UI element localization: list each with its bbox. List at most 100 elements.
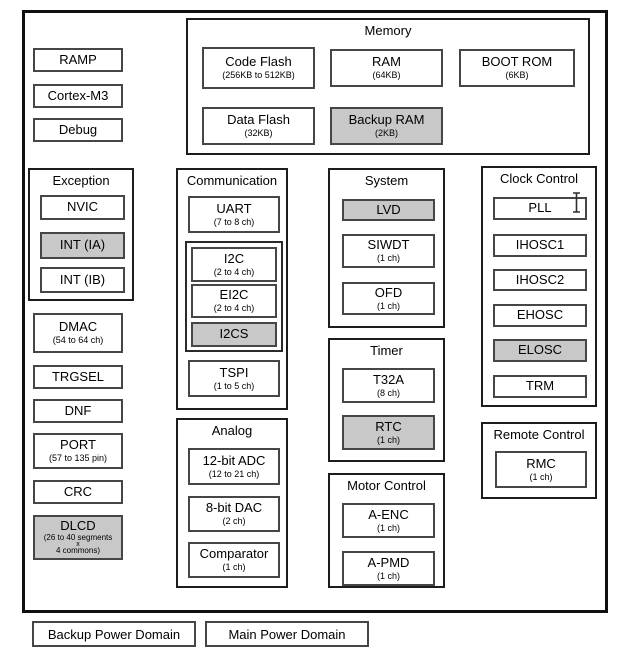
group-title-memory: Memory (364, 23, 412, 38)
block-backup-ram: Backup RAM (2KB) (330, 107, 443, 145)
block-dlcd: DLCD (26 to 40 segments x 4 commons) (33, 515, 123, 560)
group-analog: Analog 12-bit ADC (12 to 21 ch) 8-bit DA… (176, 418, 288, 588)
legend-label: Main Power Domain (228, 626, 346, 642)
block-label: TRM (525, 378, 555, 394)
block-ihosc2: IHOSC2 (493, 269, 587, 291)
block-ehosc: EHOSC (493, 304, 587, 327)
block-int-ia: INT (IA) (40, 232, 125, 259)
block-label: A-ENC (368, 506, 409, 522)
block-label: Cortex-M3 (47, 87, 109, 103)
block-label: EHOSC (516, 307, 564, 323)
block-label: INT (IA) (59, 237, 106, 253)
block-a-pmd: A-PMD (1 ch) (342, 551, 435, 586)
block-label: RAM (372, 54, 401, 70)
group-title-clock-control: Clock Control (499, 171, 579, 186)
block-ramp: RAMP (33, 48, 123, 72)
block-label: 12-bit ADC (202, 452, 266, 468)
block-sub: x (76, 540, 80, 548)
block-sub: (1 ch) (222, 562, 246, 573)
group-title-analog: Analog (211, 423, 253, 438)
block-ofd: OFD (1 ch) (342, 282, 435, 315)
block-int-ib: INT (IB) (40, 267, 125, 293)
text-select-cursor-icon (573, 192, 580, 213)
block-label: UART (216, 200, 252, 216)
block-i2c: I2C (2 to 4 ch) (191, 247, 277, 282)
block-i2cs: I2CS (191, 322, 277, 347)
legend-main-power-domain: Main Power Domain (205, 621, 369, 647)
group-title-timer: Timer (370, 343, 403, 358)
block-label: Backup RAM (348, 112, 425, 128)
block-sub: (8 ch) (376, 387, 400, 398)
block-label: 8-bit DAC (205, 500, 263, 516)
block-code-flash: Code Flash (256KB to 512KB) (202, 47, 315, 89)
group-i2c-cluster: I2C (2 to 4 ch) EI2C (2 to 4 ch) I2CS (185, 241, 283, 352)
block-sub: (2 ch) (222, 516, 246, 527)
block-sub: (26 to 40 segments (43, 533, 113, 543)
block-label: RTC (375, 418, 402, 434)
group-remote-control: Remote Control RMC (1 ch) (481, 422, 597, 499)
group-title-remote-control: Remote Control (493, 427, 585, 442)
group-exception: Exception NVIC INT (IA) INT (IB) (28, 168, 134, 301)
block-sub: (2 to 4 ch) (213, 303, 255, 314)
block-label: Code Flash (225, 54, 292, 70)
legend-label: Backup Power Domain (47, 626, 181, 642)
block-sub: (1 ch) (376, 253, 400, 264)
block-sub: (6KB) (505, 70, 529, 81)
block-sub: (2 to 4 ch) (213, 266, 255, 277)
block-label: TRGSEL (51, 368, 104, 384)
block-rmc: RMC (1 ch) (495, 451, 587, 488)
block-nvic: NVIC (40, 195, 125, 220)
block-label: IHOSC1 (515, 237, 565, 253)
block-sub: 4 commons) (55, 546, 100, 556)
block-label: PLL (528, 200, 552, 216)
block-label: EI2C (219, 287, 249, 303)
block-label: NVIC (66, 199, 99, 215)
block-pll: PLL (493, 197, 587, 220)
block-label: Debug (58, 121, 98, 137)
block-sub: (1 ch) (376, 522, 400, 533)
block-debug: Debug (33, 118, 123, 142)
block-siwdt: SIWDT (1 ch) (342, 234, 435, 268)
block-sub: (1 ch) (529, 471, 553, 482)
block-ram: RAM (64KB) (330, 49, 443, 87)
block-sub: (12 to 21 ch) (208, 468, 260, 479)
group-motor-control: Motor Control A-ENC (1 ch) A-PMD (1 ch) (328, 473, 445, 588)
block-label: RAMP (59, 51, 97, 67)
block-label: TSPI (219, 364, 249, 380)
block-sub: (64KB) (372, 70, 401, 81)
block-label: RMC (526, 455, 556, 471)
group-communication: Communication UART (7 to 8 ch) I2C (2 to… (176, 168, 288, 410)
block-sub: (57 to 135 pin) (48, 453, 108, 464)
block-t32a: T32A (8 ch) (342, 368, 435, 403)
block-sub: (1 ch) (376, 570, 400, 581)
block-label: BOOT ROM (481, 54, 553, 70)
block-lvd: LVD (342, 199, 435, 221)
block-elosc: ELOSC (493, 339, 587, 362)
block-label: IHOSC2 (515, 271, 565, 287)
block-label: CRC (63, 483, 93, 499)
block-ei2c: EI2C (2 to 4 ch) (191, 284, 277, 318)
legend-backup-power-domain: Backup Power Domain (32, 621, 196, 647)
block-crc: CRC (33, 480, 123, 504)
block-comparator: Comparator (1 ch) (188, 542, 280, 578)
block-uart: UART (7 to 8 ch) (188, 196, 280, 233)
block-sub: (1 ch) (376, 434, 400, 445)
group-title-motor-control: Motor Control (347, 478, 426, 493)
block-label: Comparator (199, 546, 269, 562)
block-port: PORT (57 to 135 pin) (33, 433, 123, 469)
block-data-flash: Data Flash (32KB) (202, 107, 315, 145)
block-sub: (54 to 64 ch) (52, 335, 104, 346)
block-label: I2CS (219, 326, 249, 342)
block-a-enc: A-ENC (1 ch) (342, 503, 435, 538)
block-label: LVD (376, 201, 401, 217)
block-sub: (1 ch) (376, 300, 400, 311)
block-rtc: RTC (1 ch) (342, 415, 435, 450)
block-trgsel: TRGSEL (33, 365, 123, 389)
block-sub: (256KB to 512KB) (222, 70, 295, 81)
block-tspi: TSPI (1 to 5 ch) (188, 360, 280, 397)
block-sub: (2KB) (374, 128, 398, 139)
block-label: A-PMD (367, 554, 410, 570)
block-label: ELOSC (517, 342, 563, 358)
block-label: PORT (60, 437, 96, 453)
block-trm: TRM (493, 375, 587, 398)
